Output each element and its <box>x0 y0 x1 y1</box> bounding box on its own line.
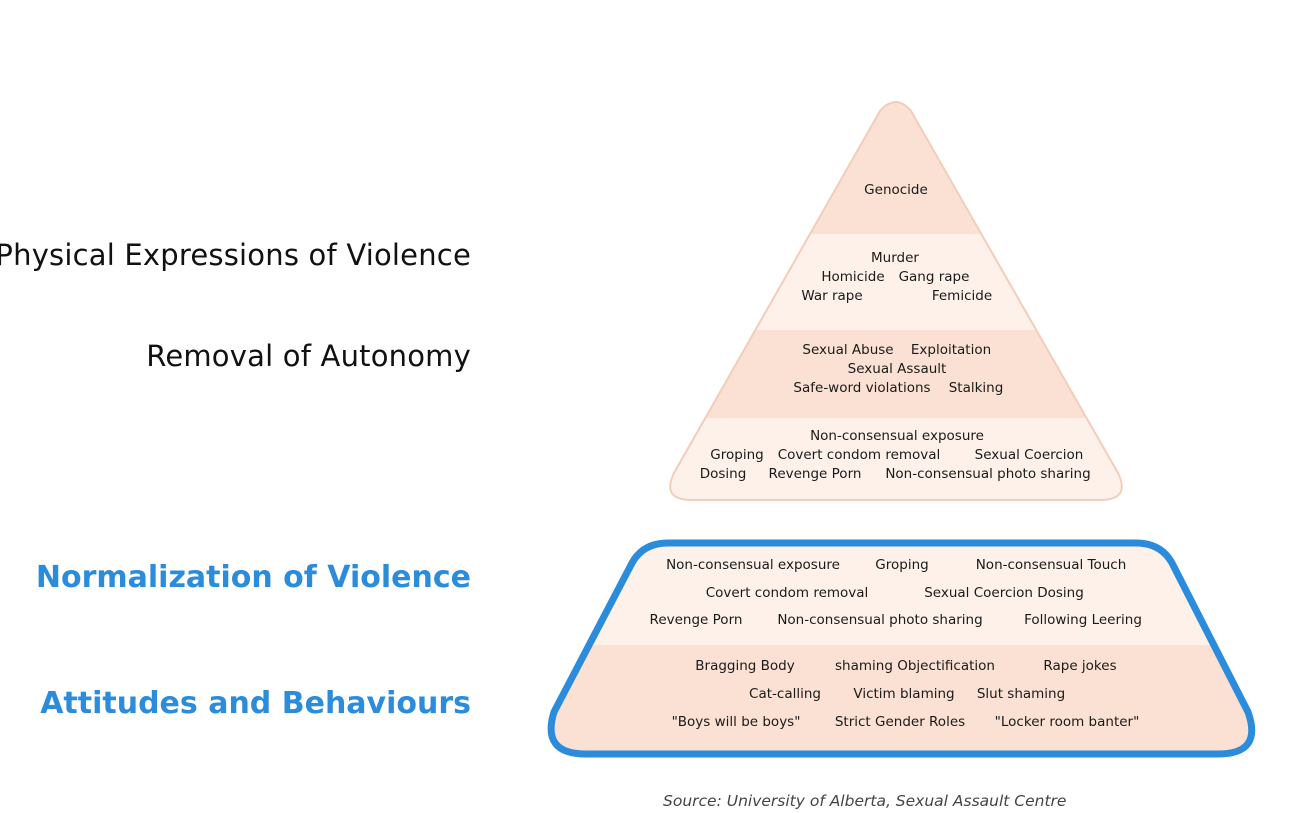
base-item: Following Leering <box>1024 612 1142 628</box>
base-item: Non-consensual Touch <box>975 557 1127 573</box>
base-item: Non-consensual photo sharing <box>777 612 983 628</box>
label-normalization-of-violence: Normalization of Violence <box>35 560 471 595</box>
base-item: Revenge Porn <box>649 612 743 628</box>
base-item: Bragging Body <box>695 658 795 674</box>
base-item: "Boys will be boys" <box>671 714 801 730</box>
pyramid-item: War rape <box>801 288 863 304</box>
pyramid-item: Sexual Coercion <box>974 447 1084 463</box>
pyramid-item: Exploitation <box>910 342 992 358</box>
base-item: Slut shaming <box>976 686 1066 702</box>
pyramid-item: Safe-word violations <box>793 380 931 396</box>
pyramid-item: Sexual Assault <box>847 361 947 377</box>
base-outline <box>547 539 1256 758</box>
base-item: Rape jokes <box>1043 658 1117 674</box>
label-attitudes-and-behaviours: Attitudes and Behaviours <box>40 686 471 721</box>
base-item: Groping <box>875 557 929 573</box>
pyramid-band-4 <box>670 418 1122 500</box>
pyramid-band-1 <box>670 102 1122 234</box>
pyramid-item: Femicide <box>931 288 993 304</box>
pyramid-item: Sexual Abuse <box>802 342 894 358</box>
base-item: Non-consensual exposure <box>666 557 840 573</box>
base-item: Strict Gender Roles <box>834 714 966 730</box>
pyramid-outline <box>669 101 1123 501</box>
label-physical-expressions: Physical Expressions of Violence <box>0 238 471 272</box>
pyramid-item: Revenge Porn <box>768 466 862 482</box>
pyramid-item: Genocide <box>864 182 928 198</box>
pyramid-item: Gang rape <box>898 269 970 285</box>
pyramid-item: Covert condom removal <box>777 447 941 463</box>
pyramid-item: Murder <box>871 250 919 266</box>
base-bands <box>551 543 1252 754</box>
pyramid-item: Non-consensual exposure <box>810 428 984 444</box>
base-item: Covert condom removal <box>705 585 869 601</box>
base-item: Cat-calling <box>749 686 821 702</box>
pyramid-item: Homicide <box>821 269 885 285</box>
pyramid-item: Non-consensual photo sharing <box>885 466 1091 482</box>
pyramid-item: Groping <box>710 447 764 463</box>
base-item: Victim blaming <box>853 686 955 702</box>
label-removal-of-autonomy: Removal of Autonomy <box>146 339 471 373</box>
base-item: Sexual Coercion Dosing <box>924 585 1084 601</box>
base-item: "Locker room banter" <box>994 714 1140 730</box>
source-credit: Source: University of Alberta, Sexual As… <box>663 792 1067 810</box>
base-band-normalization <box>551 543 1252 645</box>
pyramid-item: Dosing <box>699 466 747 482</box>
pyramid-item: Stalking <box>948 380 1004 396</box>
base-item: shaming Objectification <box>835 658 995 674</box>
base-band-attitudes <box>551 645 1252 754</box>
